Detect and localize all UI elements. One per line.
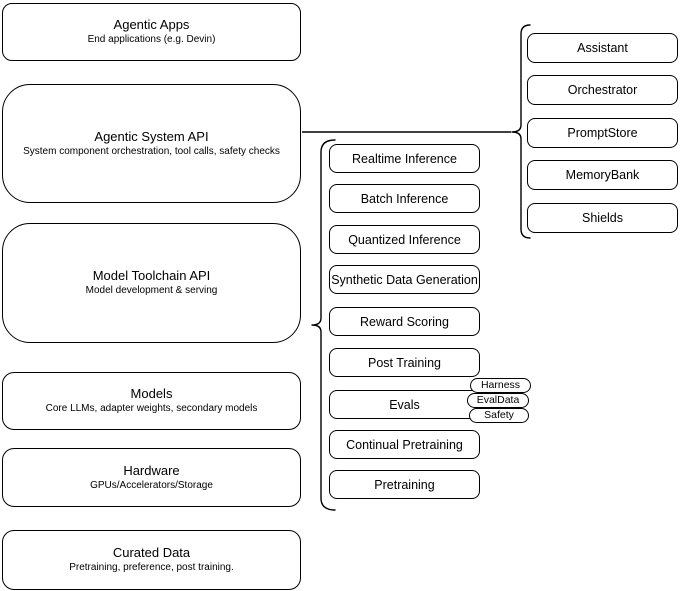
node-model-toolchain-api: Model Toolchain API Model development & … bbox=[2, 223, 301, 343]
node-label: Synthetic Data Generation bbox=[331, 272, 478, 287]
node-subtitle: System component orchestration, tool cal… bbox=[23, 145, 280, 157]
node-label: Post Training bbox=[368, 355, 441, 370]
node-subtitle: Core LLMs, adapter weights, secondary mo… bbox=[45, 403, 258, 414]
node-curated-data: Curated Data Pretraining, preference, po… bbox=[2, 530, 301, 590]
node-models: Models Core LLMs, adapter weights, secon… bbox=[2, 372, 301, 430]
node-post-training: Post Training bbox=[329, 348, 480, 377]
node-subtitle: Model development & serving bbox=[85, 285, 218, 296]
node-reward-scoring: Reward Scoring bbox=[329, 307, 480, 336]
node-label: MemoryBank bbox=[565, 168, 640, 182]
node-agentic-system-api: Agentic System API System component orch… bbox=[2, 84, 301, 203]
node-batch-inference: Batch Inference bbox=[329, 184, 480, 213]
node-realtime-inference: Realtime Inference bbox=[329, 144, 480, 173]
node-label: Evals bbox=[389, 397, 420, 412]
node-subtitle: Pretraining, preference, post training. bbox=[69, 562, 234, 573]
node-label: Shields bbox=[582, 211, 623, 225]
node-evals: Evals bbox=[329, 390, 480, 419]
node-label: Reward Scoring bbox=[360, 314, 449, 329]
node-label: Realtime Inference bbox=[352, 151, 457, 166]
node-title: Models bbox=[130, 386, 173, 401]
node-title: Hardware bbox=[123, 462, 180, 478]
node-label: Orchestrator bbox=[567, 83, 638, 97]
node-memorybank: MemoryBank bbox=[527, 160, 678, 190]
node-title: Model Toolchain API bbox=[92, 268, 211, 283]
tag-harness: Harness bbox=[470, 378, 531, 393]
tag-safety: Safety bbox=[469, 408, 529, 423]
node-subtitle: End applications (e.g. Devin) bbox=[87, 34, 216, 45]
node-label: PromptStore bbox=[567, 126, 638, 140]
tag-evaldata: EvalData bbox=[467, 393, 529, 408]
node-pretraining: Pretraining bbox=[329, 470, 480, 499]
node-label: Assistant bbox=[577, 41, 628, 55]
node-shields: Shields bbox=[527, 203, 678, 233]
node-subtitle: GPUs/Accelerators/Storage bbox=[90, 479, 213, 491]
tag-label: EvalData bbox=[476, 394, 520, 407]
node-label: Pretraining bbox=[374, 477, 435, 492]
node-promptstore: PromptStore bbox=[527, 118, 678, 148]
tag-label: Harness bbox=[480, 379, 521, 392]
tag-label: Safety bbox=[484, 409, 514, 422]
node-synthetic-data-generation: Synthetic Data Generation bbox=[329, 265, 480, 294]
node-label: Quantized Inference bbox=[348, 232, 461, 247]
node-continual-pretraining: Continual Pretraining bbox=[329, 430, 480, 459]
node-agentic-apps: Agentic Apps End applications (e.g. Devi… bbox=[2, 3, 301, 61]
node-title: Agentic Apps bbox=[113, 17, 190, 32]
node-orchestrator: Orchestrator bbox=[527, 75, 678, 105]
node-hardware: Hardware GPUs/Accelerators/Storage bbox=[2, 448, 301, 507]
node-assistant: Assistant bbox=[527, 33, 678, 63]
node-title: Agentic System API bbox=[94, 128, 209, 144]
node-label: Batch Inference bbox=[360, 191, 449, 206]
brace-toolchain bbox=[311, 139, 336, 511]
node-label: Continual Pretraining bbox=[346, 437, 463, 452]
brace-system-components bbox=[511, 24, 531, 239]
node-title: Curated Data bbox=[112, 545, 191, 560]
node-quantized-inference: Quantized Inference bbox=[329, 225, 480, 254]
